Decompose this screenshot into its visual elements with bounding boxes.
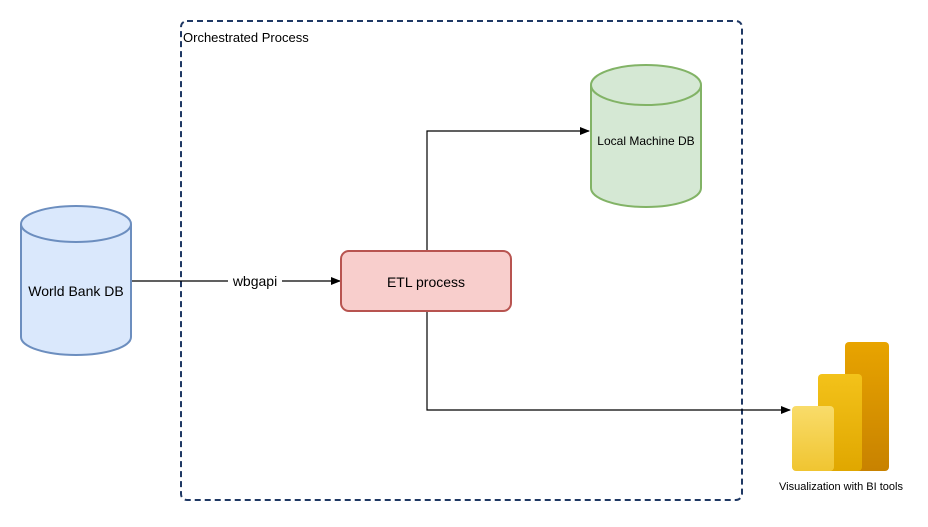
power-bi-icon bbox=[792, 342, 889, 471]
bi-tools-label: Visualization with BI tools bbox=[779, 481, 903, 493]
cylinder-body bbox=[20, 224, 132, 356]
cylinder-top bbox=[590, 64, 702, 106]
cylinder-top bbox=[20, 205, 132, 243]
etl-process-box bbox=[340, 250, 512, 312]
orchestrated-process-group: Orchestrated Process bbox=[180, 20, 743, 501]
etl-process-label: ETL process bbox=[387, 274, 465, 290]
group-border bbox=[180, 20, 743, 501]
edge-line[interactable] bbox=[426, 127, 590, 251]
bar-short bbox=[792, 406, 834, 471]
bi-tools-node[interactable]: Visualization with BI tools bbox=[779, 342, 903, 493]
local-machine-db-label: Local Machine DB bbox=[597, 134, 694, 148]
edge-wb-to-etl[interactable]: wbgapi bbox=[131, 272, 341, 290]
local-machine-db-node[interactable]: Local Machine DB bbox=[590, 64, 702, 208]
edge-etl-to-bi-tools[interactable] bbox=[426, 311, 791, 414]
edge-line[interactable] bbox=[426, 311, 791, 414]
etl-process-node[interactable]: ETL process bbox=[340, 250, 512, 312]
edge-etl-to-local-db[interactable] bbox=[426, 127, 590, 251]
world-bank-db-node[interactable]: World Bank DB bbox=[20, 205, 132, 356]
edge-label-background bbox=[228, 272, 282, 290]
world-bank-db-label: World Bank DB bbox=[28, 283, 123, 299]
group-label: Orchestrated Process bbox=[183, 30, 309, 45]
cylinder-body bbox=[590, 85, 702, 208]
edge-label: wbgapi bbox=[232, 273, 277, 289]
